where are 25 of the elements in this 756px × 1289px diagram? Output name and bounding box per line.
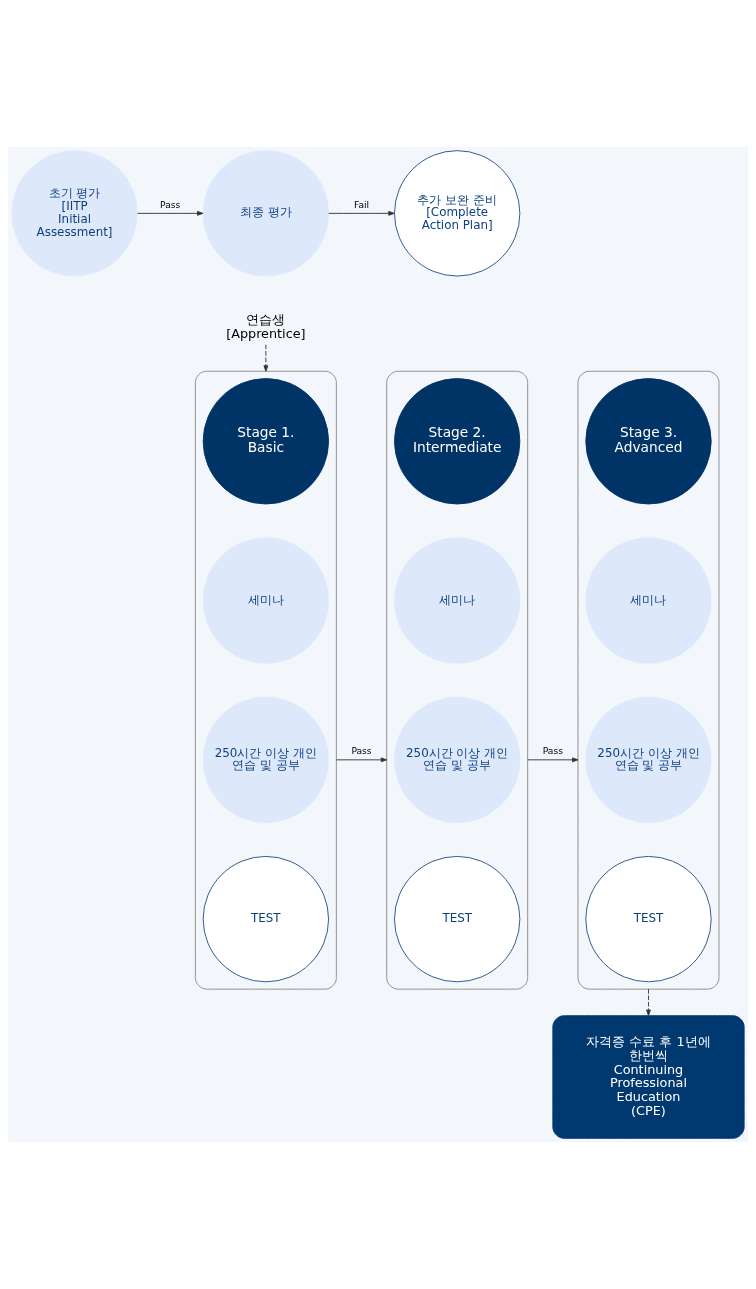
node-text: 연습생 [Apprentice] — [226, 311, 306, 341]
cluster — [577, 370, 720, 990]
edge-label: Pass — [351, 746, 372, 757]
node-circle: 250시간 이상 개인 연습 및 공부 — [394, 696, 521, 823]
node-circle: Stage 1. Basic — [202, 378, 330, 505]
node-circle: TEST — [585, 855, 712, 983]
node-circle: 추가 보완 준비 [Complete Action Plan] — [394, 150, 521, 277]
node-circle: Stage 3. Advanced — [585, 378, 712, 505]
edge-label: Pass — [542, 746, 563, 757]
node-circle: 초기 평가 [IITP Initial Assessment] — [11, 150, 138, 277]
arrow — [335, 757, 388, 763]
node-circle: 최종 평가 — [202, 150, 330, 277]
cluster — [194, 370, 337, 990]
cluster — [386, 370, 529, 990]
arrow — [263, 344, 269, 372]
arrow — [527, 757, 579, 763]
node-box: 자격증 수료 후 1년에 한번씩 Continuing Professional Education (CPE) — [552, 1015, 745, 1139]
edge-label: Fail — [353, 199, 370, 210]
node-circle: TEST — [394, 855, 521, 983]
arrow — [328, 211, 395, 216]
edge-label: Pass — [160, 199, 181, 210]
node-circle: Stage 2. Intermediate — [394, 378, 521, 505]
arrow — [646, 988, 651, 1016]
node-circle: TEST — [202, 855, 330, 983]
arrow — [137, 211, 204, 216]
